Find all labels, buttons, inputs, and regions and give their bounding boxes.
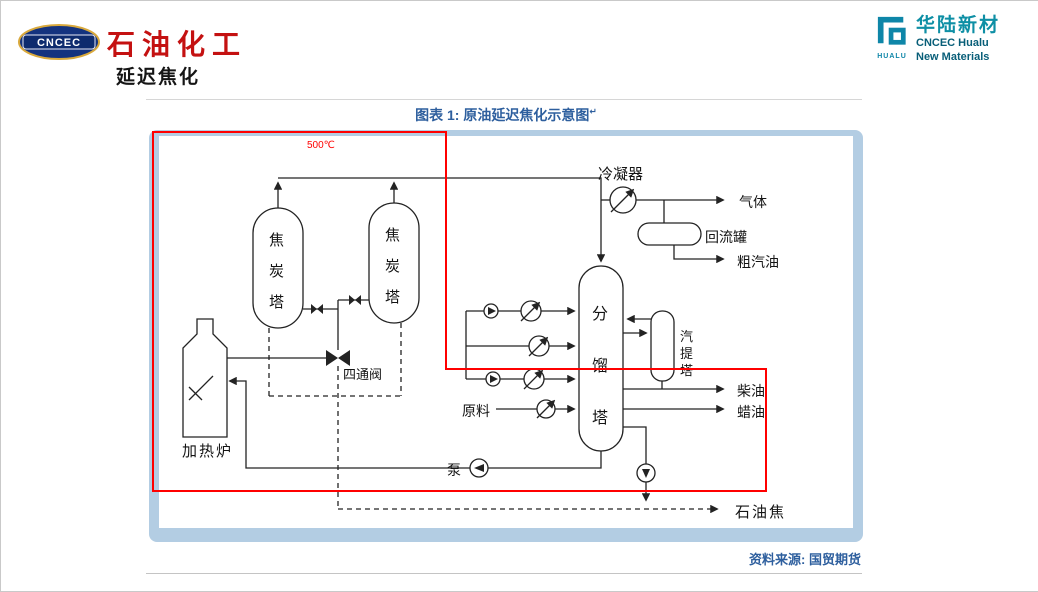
cncec-logo: CNCEC: [18, 24, 100, 60]
feedstock-label: 原料: [462, 403, 490, 419]
four-way-valve-label: 四通阀: [343, 367, 383, 382]
temperature-label: 500℃: [307, 140, 335, 151]
pumps-and-exchangers: [469, 186, 656, 483]
figure-caption-text: 图表 1: 原油延迟焦化示意图: [415, 107, 590, 123]
stripper-label: 汽提塔: [679, 329, 693, 378]
top-divider: [146, 99, 862, 100]
reflux-drum-label: 回流罐: [705, 229, 747, 245]
heater-coil: [188, 375, 214, 401]
brand-left-text: 石油化工: [107, 30, 248, 61]
fractionator-label: 分馏塔: [591, 306, 608, 427]
stripper-shape: [650, 310, 675, 382]
page-title: 延迟焦化: [116, 67, 201, 88]
cncec-logo-banner: [22, 34, 96, 50]
heater-label: 加热炉: [182, 443, 234, 460]
figure-source: 资料来源: 国贸期货: [749, 552, 861, 567]
hualu-brand-en: CNCEC Hualu: [916, 36, 989, 49]
coke-tower-2-label: 焦炭塔: [384, 227, 400, 306]
gas-label: 气体: [739, 194, 767, 210]
wax-oil-label: 蜡油: [737, 404, 765, 420]
pump-label: 泵: [447, 462, 461, 478]
vessels: [182, 202, 702, 452]
figure-caption: 图表 1: 原油延迟焦化示意图↵: [149, 105, 863, 125]
crude-gasoline-label: 粗汽油: [737, 254, 779, 270]
hualu-icon-block: HUALU: [875, 15, 909, 60]
bottom-divider: [146, 573, 862, 574]
reflux-drum-shape: [637, 222, 702, 246]
cncec-logo-text: CNCEC: [37, 37, 81, 49]
coke-tower-1-label: 焦炭塔: [268, 232, 284, 311]
hualu-text-block: 华陆新材 CNCEC Hualu New Materials: [916, 15, 1000, 64]
hualu-brand-cn: 华陆新材: [916, 15, 1001, 36]
condenser-label: 冷凝器: [598, 166, 644, 183]
hualu-icon-caption: HUALU: [877, 53, 907, 60]
hualu-icon: [877, 16, 906, 45]
figure-caption-mark: ↵: [589, 106, 597, 117]
tower-valve-1: [311, 304, 323, 314]
hualu-subtitle: New Materials: [916, 50, 990, 63]
heater-shape: [182, 318, 228, 438]
diesel-label: 柴油: [737, 383, 765, 399]
tower-valve-2: [349, 295, 361, 305]
petroleum-coke-label: 石油焦: [735, 504, 787, 521]
hualu-logo: HUALU 华陆新材 CNCEC Hualu New Materials: [875, 15, 1000, 64]
valves: [311, 295, 361, 366]
